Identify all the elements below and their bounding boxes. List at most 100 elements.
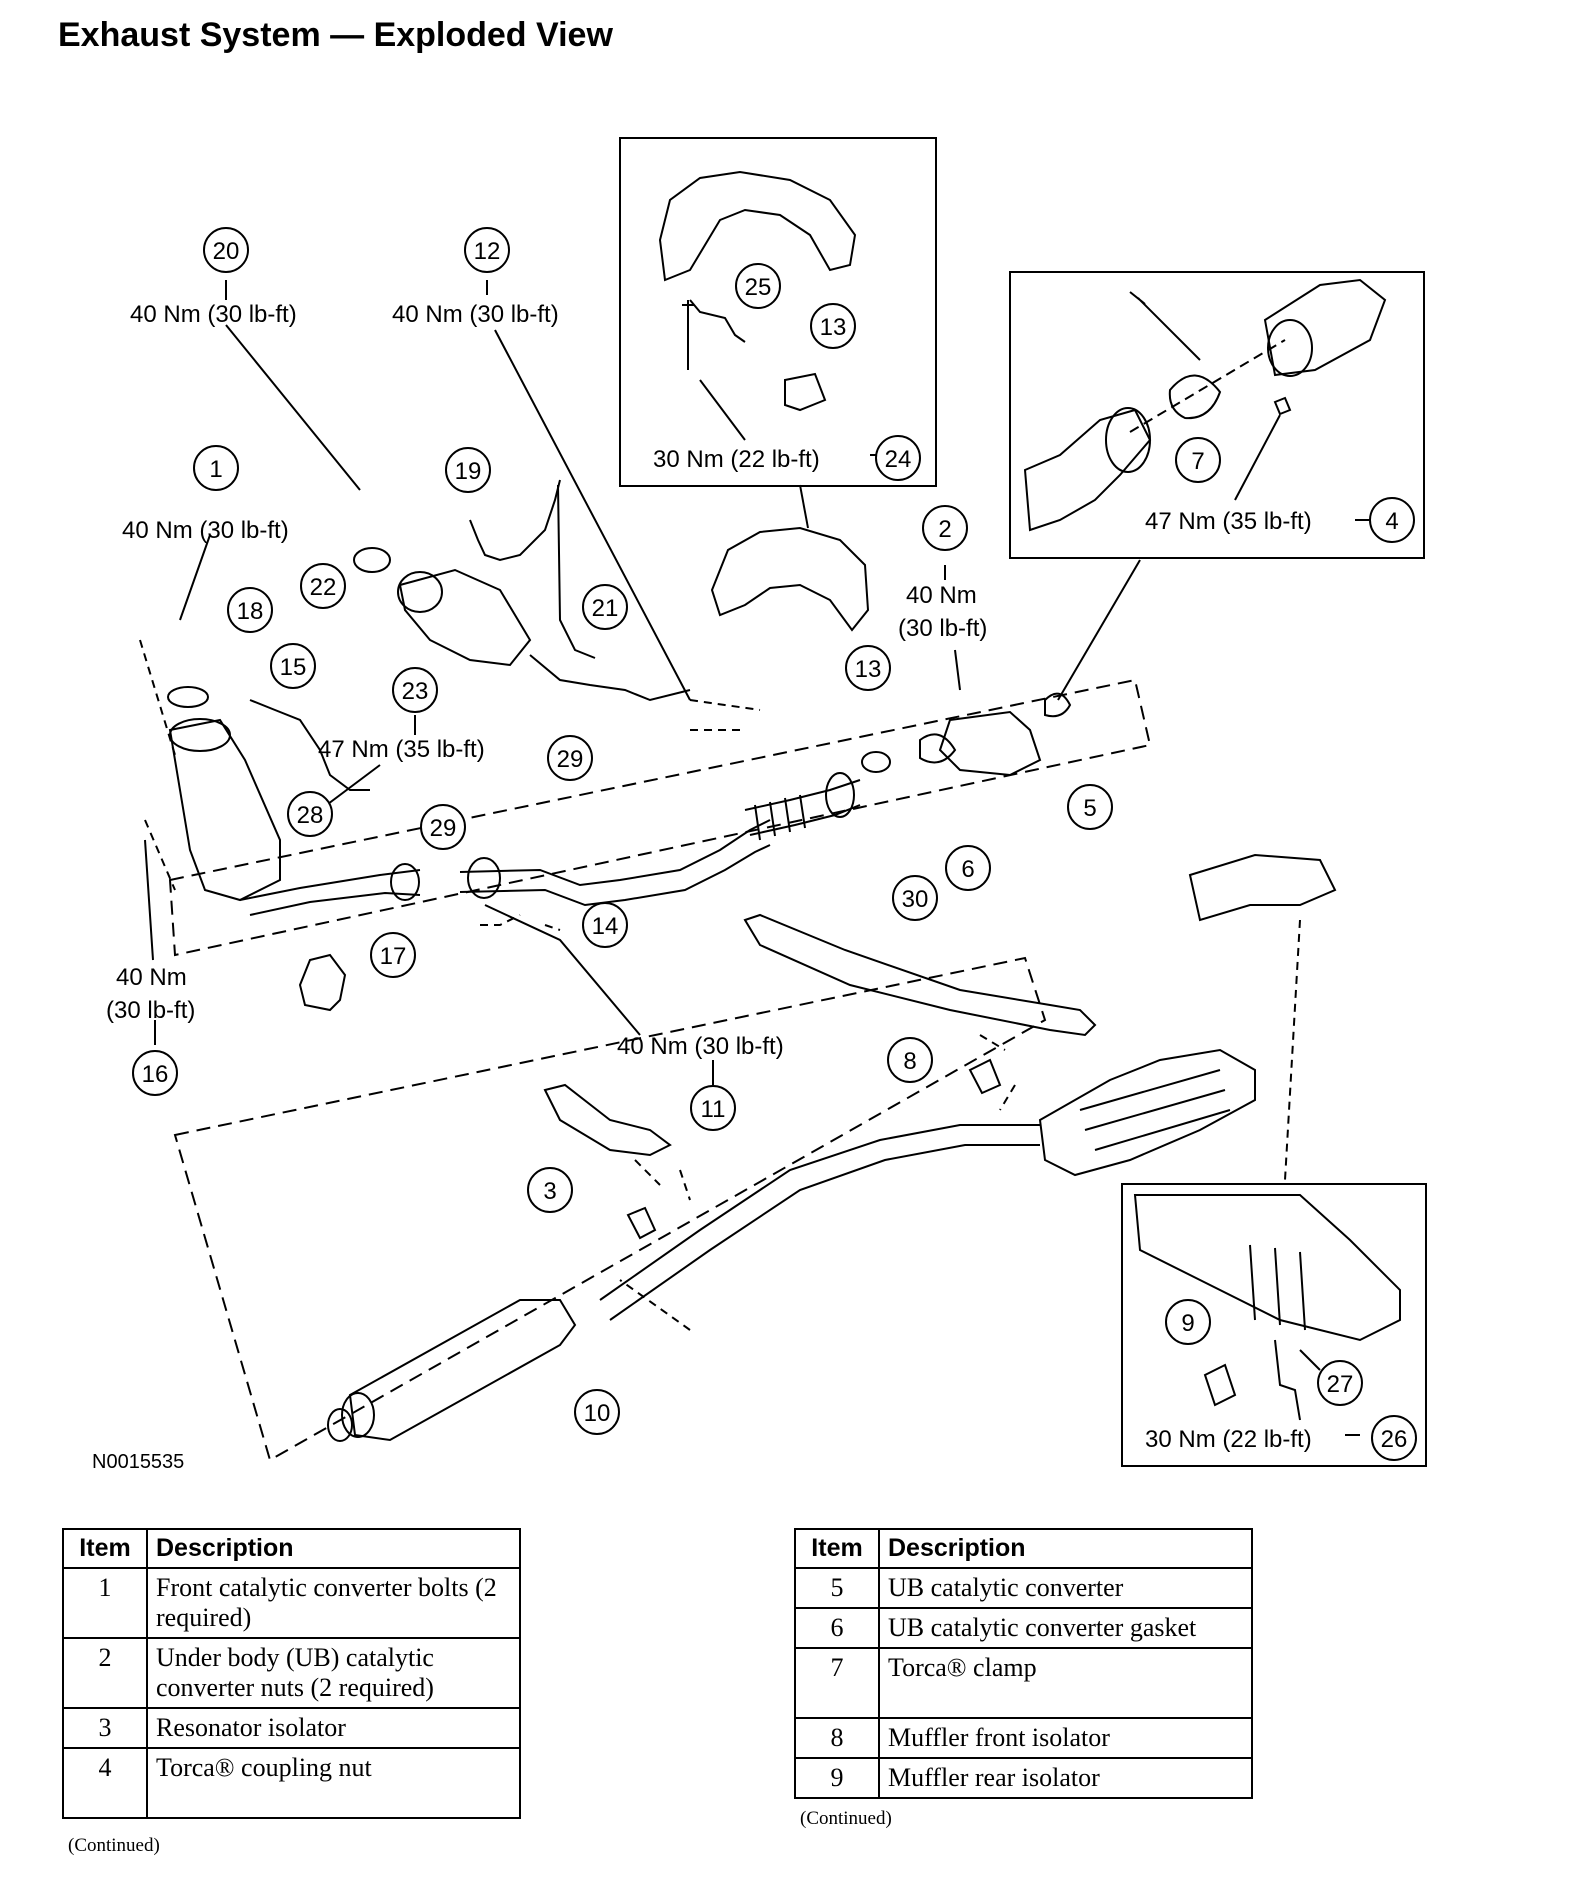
callout-11: 11 — [701, 1096, 726, 1123]
inset-pipe-left-end — [1105, 407, 1151, 473]
isolator-3 — [626, 1206, 657, 1240]
callout-24: 24 — [885, 446, 912, 473]
gasket-18 — [167, 686, 209, 708]
clamp-14 — [467, 857, 501, 899]
torque-16-line2: (30 lb-ft) — [106, 997, 195, 1024]
callout-21: 21 — [592, 595, 619, 622]
torque-2-line2: (30 lb-ft) — [898, 615, 987, 642]
table-cell-description: Muffler rear isolator — [878, 1757, 1253, 1799]
torque-26: 30 Nm (22 lb-ft) — [1145, 1426, 1312, 1453]
cat-flange-upper — [397, 571, 443, 613]
table-cell-description: Resonator isolator — [146, 1707, 521, 1749]
leader-dashed-4 — [619, 1159, 691, 1331]
parts-table-right: Item Description 5 UB catalytic converte… — [794, 1528, 1253, 1799]
callout-7: 7 — [1191, 448, 1204, 475]
exhaust-exploded-diagram: 20 12 1 19 22 18 21 15 23 29 28 29 14 17… — [92, 137, 1427, 1473]
inset-bracket-25 — [689, 299, 746, 343]
table-cell-description: UB catalytic converter — [878, 1567, 1253, 1609]
leader-to-inset-4 — [1057, 559, 1141, 701]
sensor-wire-21 — [557, 484, 596, 659]
figure-code: N0015535 — [92, 1451, 184, 1473]
callout-17: 17 — [380, 943, 407, 970]
ub-cat-flange — [919, 733, 957, 764]
inset-clamp-7 — [1168, 374, 1222, 420]
callout-4: 4 — [1385, 508, 1398, 535]
torque-23: 47 Nm (35 lb-ft) — [318, 736, 485, 763]
callout-1: 1 — [209, 456, 222, 483]
pipe-14 — [459, 819, 771, 887]
callout-10: 10 — [584, 1400, 611, 1427]
callout-26: 26 — [1381, 1426, 1408, 1453]
table-right-header-item: Item — [794, 1528, 880, 1569]
inset-nut — [1273, 396, 1292, 416]
callout-28: 28 — [297, 802, 324, 829]
callout-13-inset: 13 — [820, 314, 847, 341]
inset-torca-clamp-box — [1009, 271, 1425, 559]
torque-24: 30 Nm (22 lb-ft) — [653, 446, 820, 473]
inset-bolt — [682, 300, 694, 370]
torque-1: 40 Nm (30 lb-ft) — [122, 517, 289, 544]
y-pipe-flex-b — [749, 804, 861, 836]
front-pipe-17b — [249, 891, 421, 916]
callout-14: 14 — [592, 913, 619, 940]
torque-20: 40 Nm (30 lb-ft) — [130, 301, 297, 328]
muffler — [1038, 1048, 1256, 1177]
flange-30 — [825, 772, 855, 818]
callout-20: 20 — [213, 238, 240, 265]
table-left-header-item: Item — [62, 1528, 148, 1569]
callout-19: 19 — [455, 458, 482, 485]
parts-table-left: Item Description 1 Front catalytic conve… — [62, 1528, 521, 1819]
isolator-8 — [968, 1058, 1002, 1095]
leader-2 — [944, 565, 961, 691]
callout-15: 15 — [280, 654, 307, 681]
callout-23: 23 — [402, 678, 429, 705]
callout-18: 18 — [237, 598, 264, 625]
table-left-header-description: Description — [146, 1528, 521, 1569]
leader-dashed-5 — [979, 919, 1301, 1181]
table-cell-item: 6 — [794, 1607, 880, 1649]
resonator-10 — [348, 1299, 577, 1442]
inset-heat-shield — [658, 170, 857, 282]
leader-11 — [484, 904, 714, 1085]
torque-16-line1: 40 Nm — [116, 964, 187, 991]
table-cell-item: 9 — [794, 1757, 880, 1799]
intermediate-pipe — [599, 1124, 1040, 1301]
gasket-22 — [353, 547, 391, 573]
callout-27: 27 — [1327, 1371, 1354, 1398]
callout-13-main: 13 — [855, 656, 882, 683]
table-cell-item: 2 — [62, 1637, 148, 1709]
inset-bolt-27 — [1274, 1339, 1301, 1421]
clamp-torca-main — [1044, 692, 1072, 718]
callout-30: 30 — [902, 886, 929, 913]
rear-section-dashed-frame — [173, 956, 1047, 1462]
front-cat-flange — [169, 718, 231, 752]
inset-clamp-bolt — [1129, 291, 1201, 361]
leader-dashed-2 — [689, 699, 761, 731]
leader-12 — [486, 280, 691, 701]
table-cell-description: Torca® clamp — [878, 1647, 1253, 1719]
ub-cat-converter — [938, 710, 1042, 777]
inset-pipe-left — [1023, 408, 1152, 532]
flex-pipe-section — [754, 794, 806, 841]
pipe-14b — [459, 844, 771, 907]
y-pipe-flex — [744, 779, 861, 811]
table-cell-item: 5 — [794, 1567, 880, 1609]
callout-25: 25 — [745, 274, 772, 301]
upper-pipe — [529, 654, 691, 702]
table-cell-description: Torca® coupling nut — [146, 1747, 521, 1819]
table-cell-item: 8 — [794, 1717, 880, 1759]
rear-bank-cat-converter — [398, 568, 532, 667]
callout-8: 8 — [903, 1048, 916, 1075]
callout-5: 5 — [1083, 795, 1096, 822]
inset-rear-isolator-box — [1121, 1183, 1427, 1467]
table-row: 7 Torca® clamp — [794, 1647, 1253, 1719]
leader-inset-26 — [1299, 1349, 1360, 1436]
muffler-ribs — [1079, 1069, 1231, 1151]
callout-29-lower: 29 — [430, 815, 457, 842]
heat-shield-leader — [799, 484, 809, 529]
table-cell-description: UB catalytic converter gasket — [878, 1607, 1253, 1649]
table-row: 8 Muffler front isolator — [794, 1717, 1253, 1759]
table-cell-item: 4 — [62, 1747, 148, 1819]
inset-isolator-13 — [784, 372, 827, 412]
table-row: 1 Front catalytic converter bolts (2 req… — [62, 1567, 521, 1639]
